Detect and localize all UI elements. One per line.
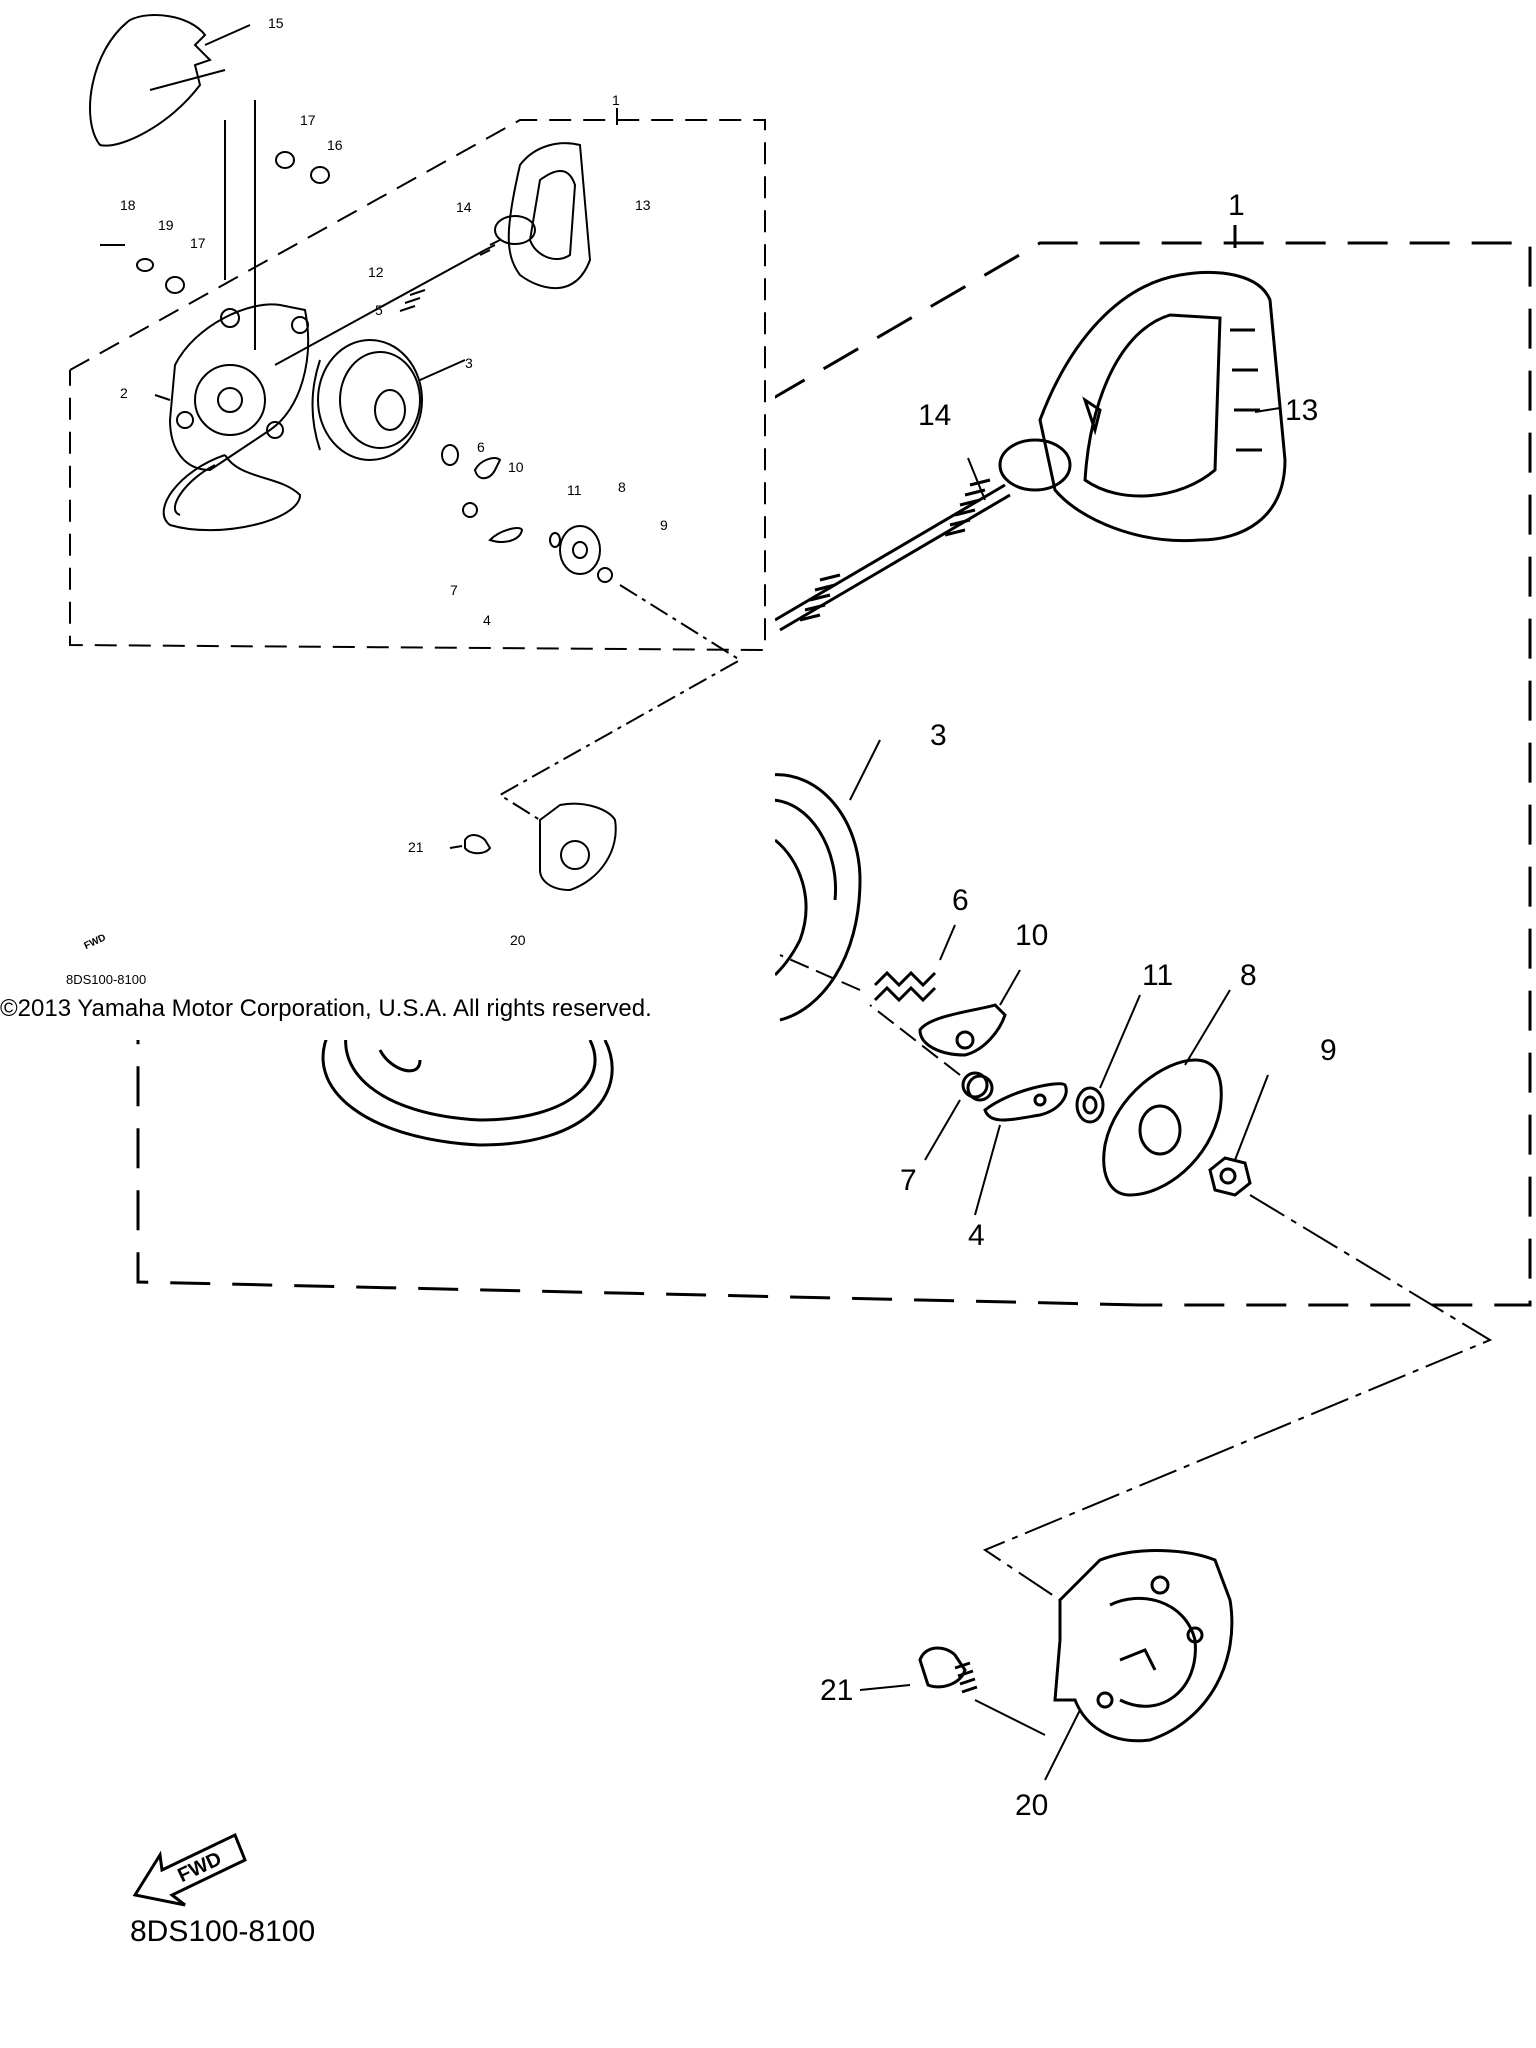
callout-13: 13	[1285, 394, 1318, 427]
pawl-4-large	[974, 1082, 1068, 1216]
callout-3: 3	[930, 719, 947, 752]
callout-4: 4	[968, 1219, 985, 1252]
diagram-code: 8DS100-8100	[130, 1915, 316, 1948]
small-callout-13: 13	[635, 197, 651, 213]
callout-7: 7	[900, 1164, 917, 1197]
bracket-20-large	[1044, 1549, 1234, 1781]
small-callout-9: 9	[660, 517, 668, 533]
large-callouts: 1 13 14 3 6 10 11 8 9 7 4 21 20	[820, 189, 1337, 1822]
small-callout-6: 6	[477, 439, 485, 455]
starter-drum-large	[769, 739, 881, 1022]
small-callout-14: 14	[456, 199, 472, 215]
starter-spring-large	[321, 1019, 614, 1147]
small-callout-5: 5	[375, 302, 383, 318]
spring-7-large	[924, 1071, 994, 1161]
diagram-code-small: 8DS100-8100	[66, 972, 147, 987]
small-callout-12: 12	[368, 264, 384, 280]
callout-8: 8	[1240, 959, 1257, 992]
nut-9-large	[1208, 1074, 1269, 1197]
callout-20: 20	[1015, 1789, 1048, 1822]
callout-11: 11	[1142, 959, 1173, 992]
small-callout-16: 16	[327, 137, 343, 153]
callout-21: 21	[820, 1674, 853, 1707]
small-callouts: 15 1 17 16 13 14 18 19 17 12 5 2 3 6 10 …	[120, 15, 668, 948]
fwd-arrow-large	[132, 1832, 247, 1907]
small-callout-2: 2	[120, 385, 128, 401]
small-callout-7: 7	[450, 582, 458, 598]
callout-6: 6	[952, 884, 969, 917]
plate-8-large	[1102, 989, 1231, 1197]
assembly-boundary-large	[136, 241, 1532, 1307]
small-callout-17b: 17	[190, 235, 206, 251]
inset-small-view	[0, 0, 775, 1040]
starter-handle-large	[998, 270, 1287, 543]
small-callout-4: 4	[483, 612, 491, 628]
spring-6-large	[873, 924, 956, 1003]
small-callout-17a: 17	[300, 112, 316, 128]
small-callout-15: 15	[268, 15, 284, 31]
copyright-notice: ©2013 Yamaha Motor Corporation, U.S.A. A…	[0, 995, 652, 1022]
small-callout-21: 21	[408, 839, 424, 855]
pawl-10-large	[918, 969, 1021, 1057]
small-callout-8: 8	[618, 479, 626, 495]
starter-rope-large	[774, 407, 1281, 632]
small-callout-11: 11	[567, 482, 582, 498]
small-callout-19: 19	[158, 217, 174, 233]
callout-9: 9	[1320, 1034, 1337, 1067]
callout-10: 10	[1015, 919, 1048, 952]
small-callout-3: 3	[465, 355, 473, 371]
washer-11-large	[1075, 994, 1141, 1124]
small-callout-20: 20	[510, 932, 526, 948]
bolt-21-large	[859, 1646, 1046, 1736]
small-callout-1: 1	[612, 92, 620, 108]
callout-14: 14	[918, 399, 951, 432]
callout-1: 1	[1228, 189, 1245, 222]
small-callout-10: 10	[508, 459, 524, 475]
small-callout-18: 18	[120, 197, 136, 213]
